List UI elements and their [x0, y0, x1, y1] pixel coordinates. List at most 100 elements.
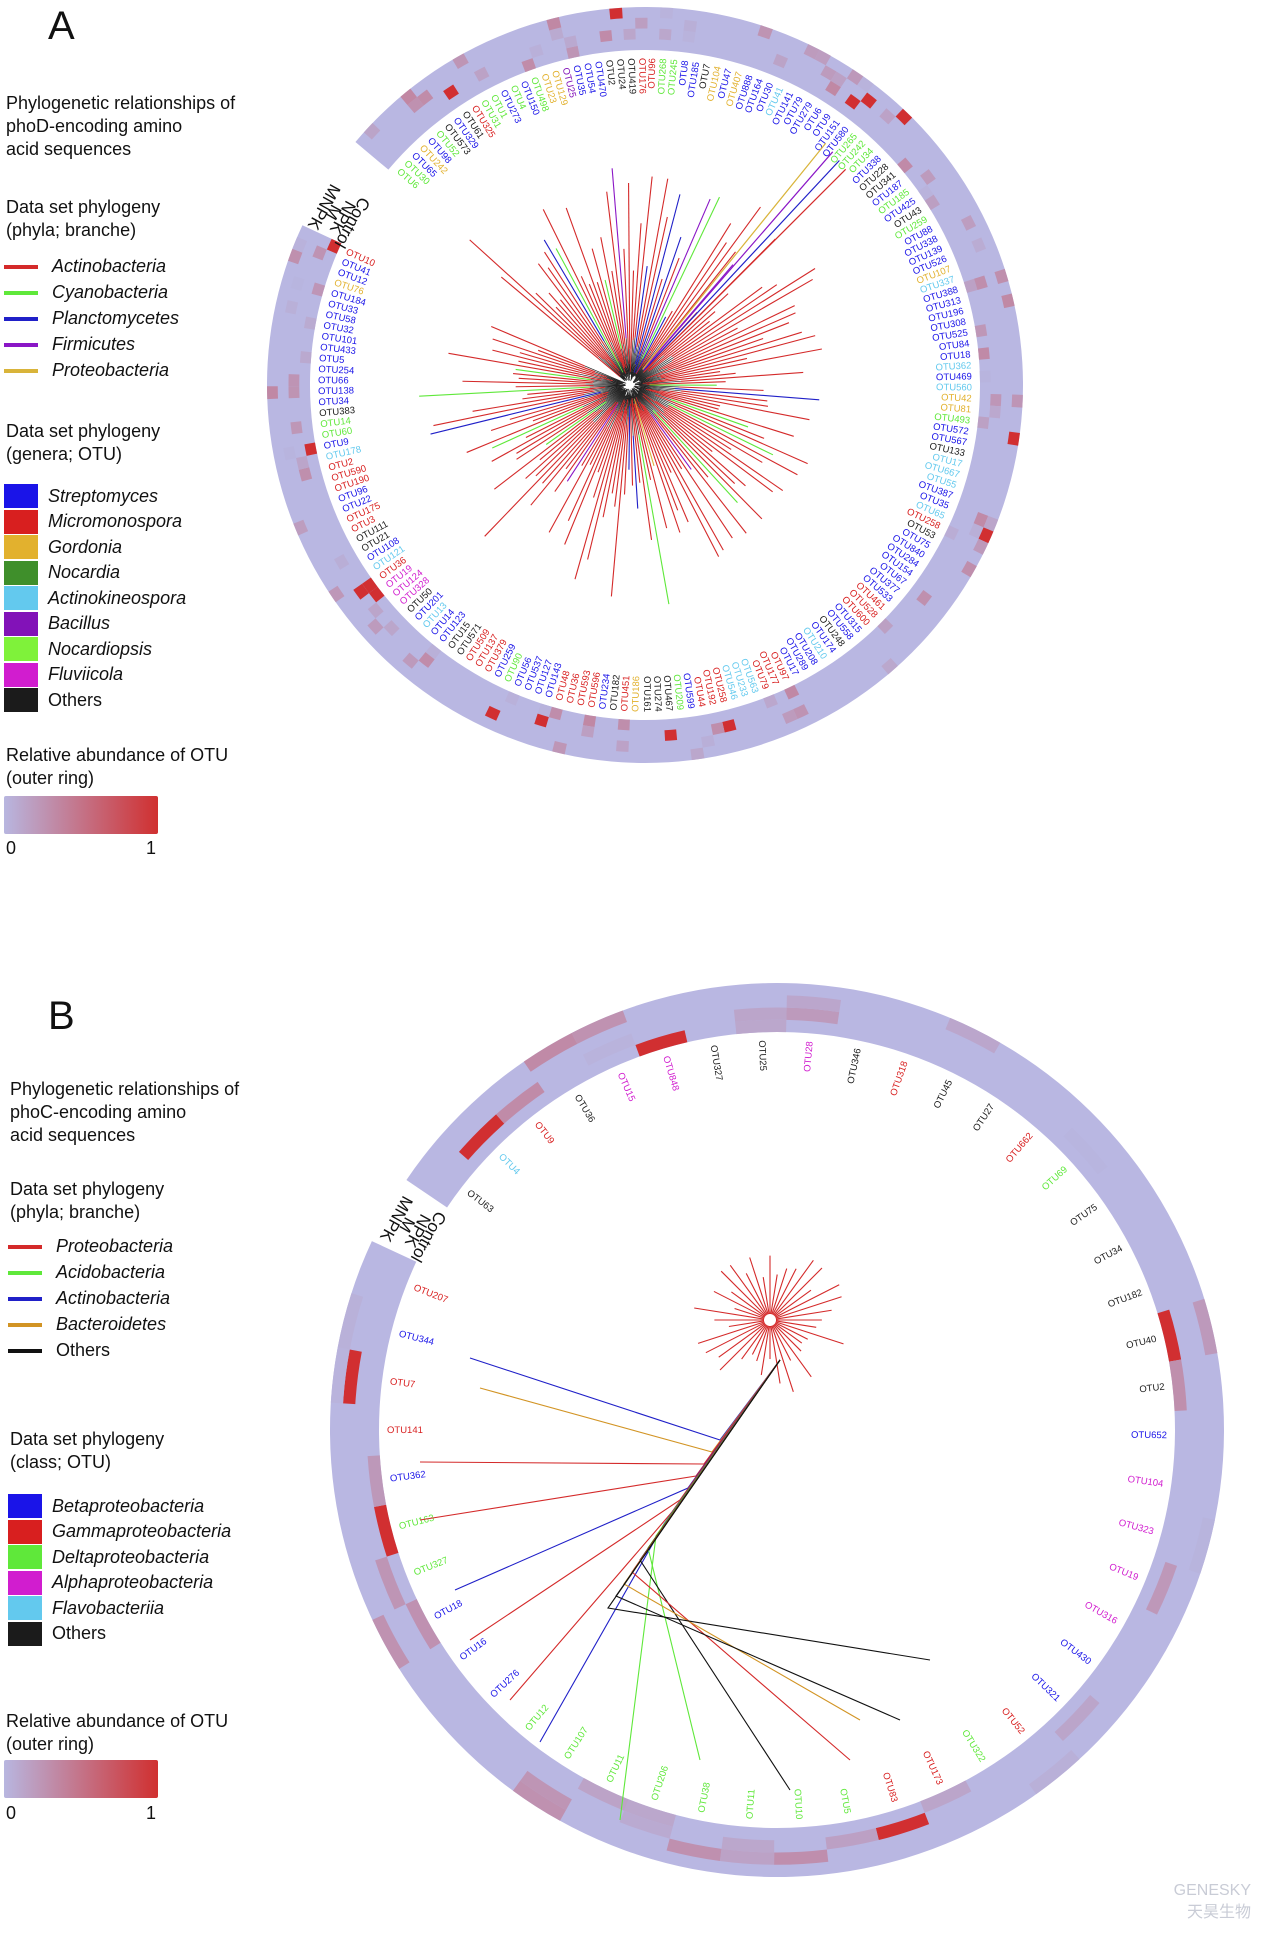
phylum-legend-a-label: Cyanobacteria	[52, 282, 169, 302]
panel-a-tree-stem	[602, 387, 624, 396]
genus-legend-a-swatch	[4, 586, 38, 610]
panel-a-tree-branch	[633, 236, 682, 374]
genus-legend-a-swatch	[4, 688, 38, 712]
panel-b-tree-branch	[771, 1268, 788, 1315]
panel-a-tree-stem	[607, 387, 623, 395]
genus-legend-a-label: Micromonospora	[48, 511, 183, 531]
panel-a-otu-label: OTU451	[619, 675, 632, 712]
panel-a-otu-label: OTU101	[321, 331, 358, 347]
panel-a-tree-branch	[490, 391, 609, 431]
panel-a-otu-label: OTU8	[677, 60, 691, 87]
panel-a-abundance-cell	[860, 92, 877, 109]
panel-a-tree-branch	[648, 388, 721, 407]
panel-a-tree-branch	[537, 349, 596, 373]
panel-a-genera-heading: Data set phylogeny (genera; OTU)	[6, 421, 161, 464]
class-legend-b-label: Deltaproteobacteria	[52, 1546, 210, 1567]
panel-a-tree-stem	[632, 394, 636, 401]
panel-a-abundance-cell	[844, 93, 861, 110]
genus-legend-a-swatch	[4, 662, 38, 687]
panel-a-tree-stem	[631, 388, 644, 412]
panel-a-abundance-cell	[659, 7, 674, 19]
panel-a-tree-branch	[658, 327, 738, 371]
panel-a-tree-branch	[667, 406, 763, 463]
genus-legend-a-swatch	[4, 509, 38, 534]
panel-b-tree-branch	[639, 1359, 791, 1791]
panel-a-tree-branch	[516, 399, 606, 454]
panel-a-tree-stem	[622, 372, 626, 377]
watermark-line1: GENESKY	[1173, 1882, 1251, 1899]
panel-a-otu-label: OTU274	[651, 676, 663, 712]
panel-a-abundance-cell	[363, 123, 381, 140]
panel-a-tree-branch	[518, 360, 580, 375]
panel-b-otu-label: OTU276	[488, 1668, 522, 1701]
panel-b-otu-label: OTU28	[802, 1041, 816, 1072]
panel-a-otu-label: OTU66	[318, 375, 349, 386]
panel-a-tree-branch	[660, 394, 794, 437]
panel-b-abundance-cell	[367, 1455, 387, 1507]
class-legend-b-swatch	[8, 1621, 42, 1646]
class-legend-b-label: Flavobacteriia	[52, 1597, 165, 1618]
panel-b-tree-branch	[619, 1359, 781, 1821]
watermark: GENESKY 天昊生物	[1174, 1880, 1251, 1924]
panel-a-tree-stem	[638, 378, 666, 384]
panel-a-abundance-cell	[353, 583, 369, 600]
panel-b-otu-label: OTU75	[1068, 1202, 1099, 1229]
panel-a-tree-stem	[610, 391, 626, 411]
panel-a-tree-stem	[634, 386, 661, 395]
panel-b-tree-branch	[469, 1359, 781, 1641]
panel-a-tree-branch	[671, 278, 813, 362]
panel-a-tree-stem	[633, 337, 649, 377]
phylum-legend-b-swatch	[8, 1296, 42, 1301]
panel-a-tree-branch	[663, 311, 716, 357]
panel-a-tree-stem	[600, 386, 621, 393]
panel-a-tree-branch	[632, 435, 639, 509]
panel-a-tree-branch	[660, 357, 748, 379]
panel-b-abundance-cell	[1157, 1309, 1182, 1362]
panel-b-abundance-cell	[1029, 1750, 1080, 1795]
panel-a-tree-stem	[579, 373, 620, 384]
panel-a-tree-stem	[634, 395, 637, 398]
panel-b-otu-label: OTU316	[1082, 1600, 1119, 1627]
panel-a-tree-branch	[668, 403, 774, 456]
panel-a-tree-branch	[646, 381, 726, 385]
panel-a-otu-label: OTU84	[938, 338, 970, 353]
panel-b-tree-branch	[772, 1325, 792, 1361]
panel-b-otu-label: OTU52	[999, 1706, 1027, 1737]
panel-a-tree-branch	[565, 207, 627, 374]
panel-a-otu-label: OTU60	[321, 426, 353, 442]
panel-a-abundance-cell	[504, 691, 520, 706]
panel-a-tree-branch	[623, 248, 630, 364]
genus-legend-a-swatch	[4, 484, 38, 508]
panel-a-abundance-cell	[701, 734, 715, 748]
panel-b-tree-branch	[705, 1322, 765, 1354]
panel-b-tree-branch	[749, 1257, 769, 1315]
panel-a-otu-label: OTU470	[592, 61, 608, 98]
panel-a-tree-branch	[566, 403, 619, 482]
panel-a-abundance-cell	[452, 53, 469, 69]
panel-a-otu-label: OTU34	[318, 396, 349, 409]
panel-a-tree-branch	[604, 279, 622, 349]
panel-b-tree-branch	[771, 1325, 794, 1392]
panel-a-tree-branch	[642, 410, 720, 557]
panel-a-abundance-cell	[400, 88, 418, 105]
class-legend-b-item: Others	[8, 1621, 106, 1646]
panel-b-abundance-cell	[343, 1349, 362, 1405]
phylum-legend-b-label: Actinobacteria	[56, 1288, 171, 1308]
panel-a-abundance-cell	[581, 725, 595, 738]
phylum-legend-b-swatch	[8, 1322, 42, 1327]
panel-a-tree-stem	[640, 381, 653, 384]
panel-a-tree-branch	[589, 410, 618, 465]
panel-a-tree-stem	[594, 386, 622, 392]
panel-a-tree-branch	[518, 377, 593, 384]
panel-a-tree-stem	[623, 395, 626, 400]
panel-a-otu-label: OTU44	[691, 676, 707, 708]
panel-a-abundance-cell	[326, 238, 342, 254]
panel-a-abundance-cell	[312, 245, 327, 261]
panel-a-tree-branch	[532, 394, 603, 422]
panel-a-tree-branch	[555, 306, 621, 376]
panel-a-tree-branch	[652, 409, 738, 504]
panel-b-tree-branch	[697, 1321, 765, 1344]
panel-b-abundance-ring	[329, 983, 1225, 1877]
panel-a-tree-branch	[635, 310, 673, 375]
panel-a-abundance-cell	[290, 421, 303, 435]
